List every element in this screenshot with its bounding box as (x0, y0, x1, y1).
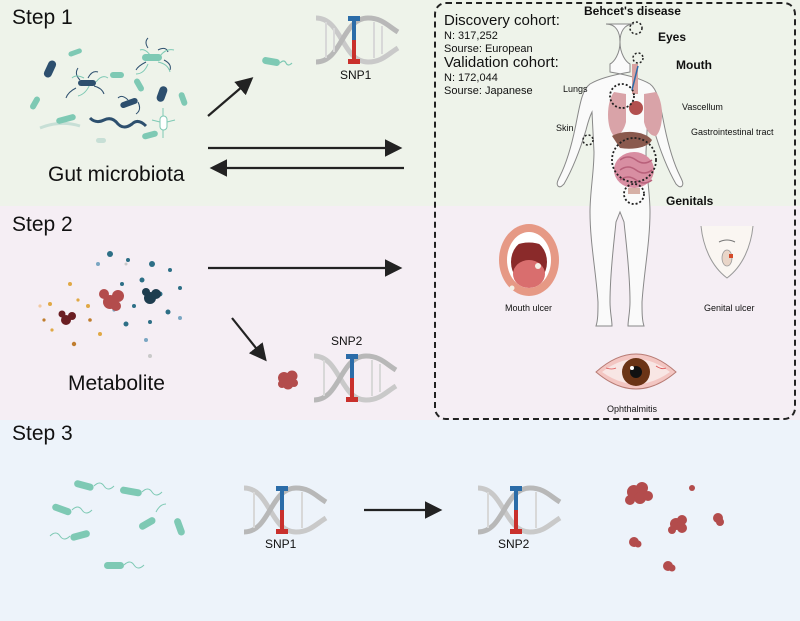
label-eyes: Eyes (658, 30, 687, 44)
panel-title: Behcet's disease (584, 4, 681, 18)
gut-microbiota-caption: Gut microbiota (48, 163, 185, 186)
validation-cohort-source: Sourse: Japanese (444, 85, 533, 97)
label-mouth: Mouth (676, 58, 712, 72)
human-body-illustration (556, 21, 684, 327)
snp1-label-step1: SNP1 (340, 68, 372, 82)
snp2-label-step2: SNP2 (331, 334, 363, 348)
label-vascellum: Vascellum (682, 102, 723, 112)
discovery-cohort-heading: Discovery cohort: (444, 12, 560, 29)
label-skin: Skin (556, 123, 574, 133)
discovery-cohort-source: Sourse: European (444, 43, 533, 55)
mouth-ulcer-label: Mouth ulcer (505, 303, 553, 313)
label-gi-tract: Gastrointestinal tract (691, 127, 774, 137)
genital-ulcer-label: Genital ulcer (704, 303, 755, 313)
dna-snp2-icon (313, 353, 398, 403)
dna-snp1-icon (315, 15, 400, 65)
step3-bacteria-ring (49, 480, 185, 569)
step3-metabolites (625, 482, 724, 572)
behcets-disease-panel (434, 2, 796, 420)
snp2-label-step3: SNP2 (498, 537, 530, 551)
validation-cohort-n: N: 172,044 (444, 72, 498, 84)
label-lungs: Lungs (563, 84, 588, 94)
dna-snp1-step3-icon (243, 485, 328, 535)
genital-ulcer-illustration (700, 225, 754, 279)
step2-band (0, 206, 800, 420)
metabolite-cluster-icon (278, 370, 298, 390)
label-genitals: Genitals (666, 194, 714, 208)
bacterium-small-icon (262, 57, 293, 66)
step3-band (0, 420, 800, 621)
discovery-cohort-n: N: 317,252 (444, 30, 498, 42)
validation-cohort-heading: Validation cohort: (444, 54, 559, 71)
step1-label: Step 1 (12, 6, 73, 29)
step2-label: Step 2 (12, 213, 73, 236)
metabolite-caption: Metabolite (68, 372, 165, 395)
ophthalmitis-eye-illustration (595, 353, 677, 390)
dna-snp2-step3-icon (477, 485, 562, 535)
mouth-ulcer-illustration (499, 224, 559, 296)
snp1-label-step3: SNP1 (265, 537, 297, 551)
gut-microbiota-illustration (30, 37, 188, 143)
ophthalmitis-label: Ophthalmitis (607, 404, 658, 414)
metabolite-illustration (38, 251, 182, 358)
step3-label: Step 3 (12, 422, 73, 445)
